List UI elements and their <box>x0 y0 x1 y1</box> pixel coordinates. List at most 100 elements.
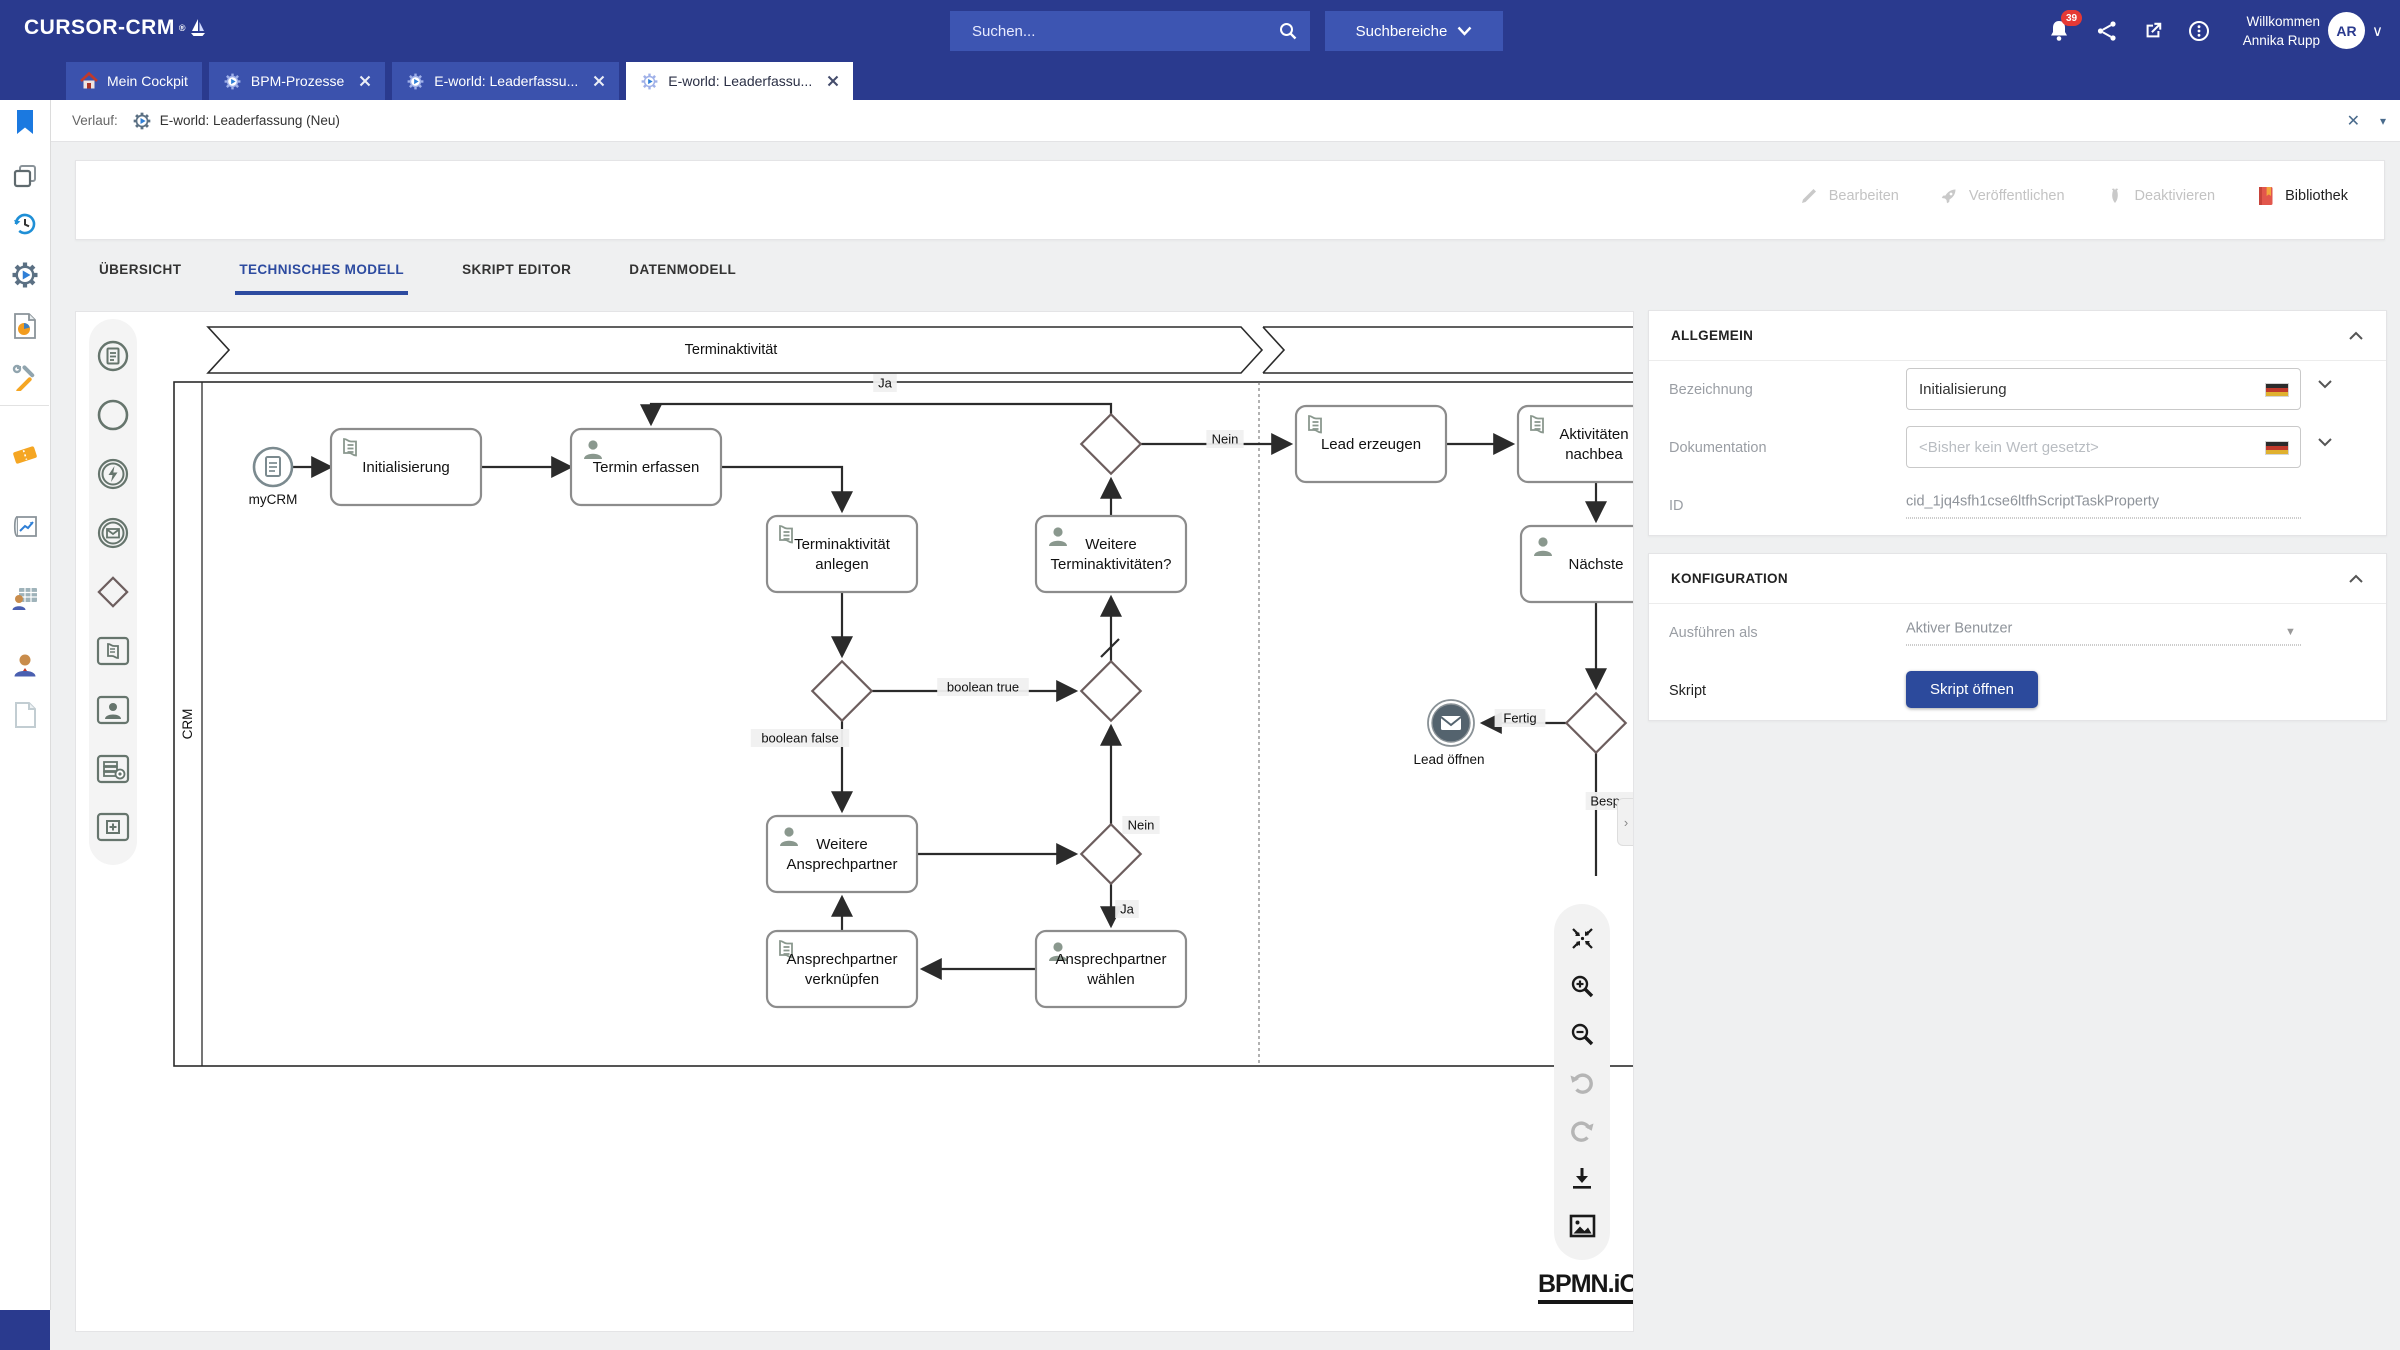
bpmn-gateway-5[interactable] <box>1564 691 1628 755</box>
sequence-flow-10[interactable] <box>640 402 1113 427</box>
sidebar-item-administration[interactable] <box>10 362 40 392</box>
palette-script-task[interactable] <box>95 633 131 669</box>
bearbeiten-button[interactable]: Bearbeiten <box>1799 186 1899 206</box>
history-close-icon[interactable]: ✕ <box>2346 112 2360 130</box>
bezeichnung-input[interactable] <box>1906 368 2301 410</box>
history-caret-icon[interactable]: ▾ <box>2379 113 2386 128</box>
search-icon[interactable] <box>1278 21 1298 41</box>
sidebar-divider <box>0 405 49 406</box>
history-item[interactable]: E-world: Leaderfassung (Neu) <box>132 111 340 131</box>
section-header[interactable]: ALLGEMEIN <box>1649 311 2386 361</box>
sidebar-item-tickets[interactable] <box>10 440 40 470</box>
bpmn-gateway-3[interactable] <box>1079 638 1143 723</box>
palette-intermediate-event-message[interactable] <box>95 515 131 551</box>
readonly-value: cid_1jq4sfh1cse6ltfhScriptTaskProperty <box>1906 494 2301 519</box>
svg-text:Ja: Ja <box>1120 902 1135 917</box>
palette-user-task[interactable] <box>95 692 131 728</box>
milestone-band-2[interactable] <box>1262 326 1633 374</box>
chevron-down-icon[interactable] <box>2317 379 2333 389</box>
sidebar-item-history[interactable] <box>10 209 40 239</box>
close-icon[interactable] <box>827 75 839 87</box>
sidebar-item-bpm-processes[interactable] <box>10 260 40 290</box>
panel-collapse-handle[interactable]: › <box>1617 798 1633 846</box>
bpmn-pool[interactable] <box>173 381 1633 1067</box>
flow-label-boolean-false[interactable]: boolean false <box>750 729 850 747</box>
sidebar-item-contacts[interactable] <box>10 650 40 680</box>
bpmn-lead-erzeugen[interactable]: Lead erzeugen <box>1294 404 1448 484</box>
sidebar-item-documents[interactable] <box>10 700 40 730</box>
tab-skript-editor[interactable]: SKRIPT EDITOR <box>462 262 572 277</box>
search-input[interactable] <box>950 22 1278 40</box>
bpmn-gateway-4[interactable] <box>1079 822 1143 886</box>
bpmn-initialisierung[interactable]: Initialisierung <box>329 427 483 507</box>
bpmn-mycrm[interactable]: myCRM <box>249 446 298 507</box>
close-icon[interactable] <box>593 75 605 87</box>
redo-button[interactable] <box>1567 1115 1597 1145</box>
flow-label-nein[interactable]: Nein <box>1122 816 1160 834</box>
download-xml-button[interactable] <box>1567 1163 1597 1193</box>
sidebar-item-evaluations[interactable] <box>10 512 40 542</box>
sidebar-item-bookmarks[interactable] <box>10 107 40 137</box>
palette-intermediate-event-bolt[interactable] <box>95 456 131 492</box>
bpmn-gateway-1[interactable] <box>1079 412 1143 476</box>
chevron-down-icon[interactable] <box>2317 437 2333 447</box>
palette-start-event-document[interactable] <box>95 338 131 374</box>
palette-service-task[interactable] <box>95 751 131 787</box>
open-external-button[interactable] <box>2136 14 2170 48</box>
palette-start-event[interactable] <box>95 397 131 433</box>
share-button[interactable] <box>2090 14 2124 48</box>
flow-label-nein[interactable]: Nein <box>1206 430 1244 448</box>
sequence-flow-3[interactable] <box>721 465 853 514</box>
palette-gateway[interactable] <box>95 574 131 610</box>
tab-technisches-modell[interactable]: TECHNISCHES MODELL <box>235 262 409 295</box>
milestone-band-1[interactable] <box>206 326 1264 374</box>
bpmn-naechste[interactable]: Nächste <box>1519 524 1633 604</box>
deaktivieren-button[interactable]: Deaktivieren <box>2105 186 2215 206</box>
export-image-button[interactable] <box>1567 1211 1597 1241</box>
tab-datenmodell[interactable]: DATENMODELL <box>629 262 737 277</box>
section-header[interactable]: KONFIGURATION <box>1649 554 2386 604</box>
info-button[interactable] <box>2182 14 2216 48</box>
bpmn-gateway-2[interactable] <box>810 659 874 723</box>
palette-subprocess[interactable] <box>95 809 131 845</box>
undo-button[interactable] <box>1567 1067 1597 1097</box>
tab-übersicht[interactable]: ÜBERSICHT <box>99 262 182 277</box>
window-tab-3[interactable]: E-world: Leaderfassu... <box>392 62 620 100</box>
search-scope-button[interactable]: Suchbereiche <box>1325 11 1503 51</box>
zoom-in-button[interactable] <box>1567 971 1597 1001</box>
sidebar-item-resource-planning[interactable] <box>10 584 40 614</box>
bibliothek-button[interactable]: Bibliothek <box>2255 185 2348 207</box>
window-tab-4[interactable]: E-world: Leaderfassu... <box>626 62 854 100</box>
flow-label-fertig[interactable]: Fertig <box>1494 709 1546 727</box>
flow-label-ja[interactable]: Ja <box>873 374 897 392</box>
select-value[interactable]: Aktiver Benutzer <box>1906 621 2301 646</box>
user-menu-chevron[interactable]: ∨ <box>2372 23 2383 40</box>
close-icon[interactable] <box>359 75 371 87</box>
skript-öffnen-button[interactable]: Skript öffnen <box>1906 671 2038 708</box>
bpmn-io-logo[interactable]: BPMN.iO <box>1538 1270 1633 1304</box>
bpmn-lead-oeffnen[interactable]: Lead öffnen <box>1413 699 1485 767</box>
window-tab-1[interactable]: Mein Cockpit <box>66 62 202 100</box>
sidebar-item-reports[interactable] <box>10 311 40 341</box>
notifications-button[interactable]: 39 <box>2042 10 2082 48</box>
verffentlichen-button[interactable]: Veröffentlichen <box>1939 186 2065 206</box>
chevron-up-icon <box>2348 574 2364 584</box>
sidebar-item-open-windows[interactable] <box>10 161 40 191</box>
window-tab-2[interactable]: BPM-Prozesse <box>208 62 386 100</box>
dokumentation-input[interactable] <box>1906 426 2301 468</box>
fit-viewport-button[interactable] <box>1567 923 1597 953</box>
zoom-out-button[interactable] <box>1567 1019 1597 1049</box>
action-label: Veröffentlichen <box>1968 188 2065 204</box>
bpmn-termin-erfassen[interactable]: Termin erfassen <box>569 427 723 507</box>
avatar[interactable]: AR <box>2328 12 2365 49</box>
flow-label-boolean-true[interactable]: boolean true <box>937 678 1029 696</box>
flow-label-ja[interactable]: Ja <box>1115 900 1139 918</box>
